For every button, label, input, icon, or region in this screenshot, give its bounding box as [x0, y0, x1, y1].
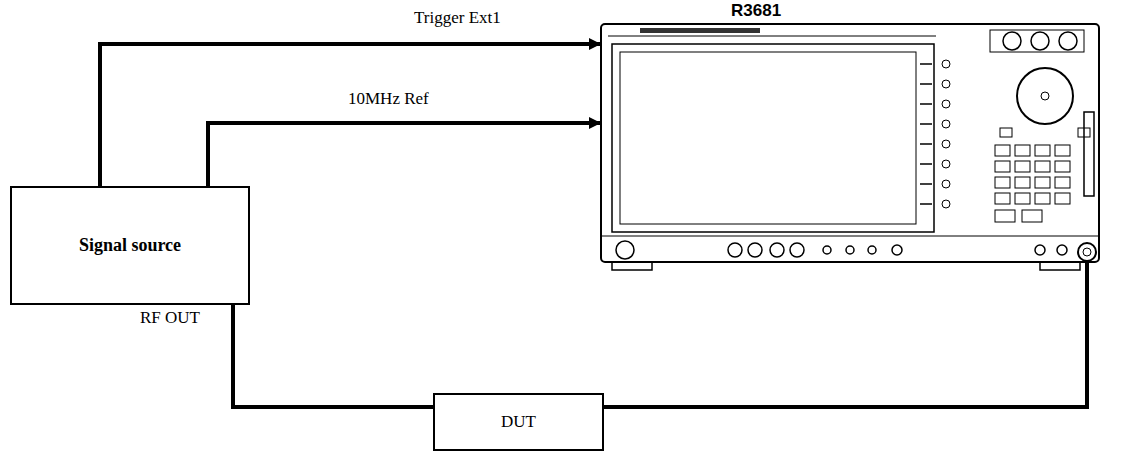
softkey-button — [942, 180, 950, 188]
signal-line — [100, 44, 601, 186]
softkey — [920, 83, 932, 85]
panel-button — [1031, 32, 1049, 50]
screen-frame — [612, 44, 934, 232]
softkey-buttons — [942, 60, 950, 208]
key — [1035, 145, 1050, 156]
softkey-button — [942, 120, 950, 128]
softkey-button — [942, 200, 950, 208]
softkey — [920, 123, 932, 125]
key — [1055, 177, 1070, 188]
key — [995, 210, 1015, 222]
key — [1035, 161, 1050, 172]
key — [1055, 145, 1070, 156]
key — [995, 161, 1010, 172]
power-button — [616, 241, 634, 259]
bnc-connector — [770, 243, 784, 257]
small-connector — [868, 246, 876, 254]
bottom-strip-line — [601, 236, 1099, 237]
softkey-button — [942, 80, 950, 88]
rf-input-pin — [1083, 248, 1091, 256]
key — [1015, 145, 1030, 156]
softkey-ticks — [920, 64, 932, 204]
key — [1015, 177, 1030, 188]
signal-label: RF OUT — [138, 308, 202, 328]
bnc-connector — [748, 243, 762, 257]
button-panel — [990, 30, 1084, 52]
small-connector — [823, 246, 831, 254]
softkey-button — [942, 60, 950, 68]
small-connector — [1057, 245, 1067, 255]
analyzer-body — [601, 24, 1099, 262]
panel-button — [1059, 32, 1077, 50]
bezel-line — [608, 36, 936, 37]
foot — [612, 262, 652, 270]
bnc-connector — [790, 243, 804, 257]
foot — [1040, 262, 1080, 270]
analyzer-drawing — [601, 24, 1099, 272]
panel-button — [1003, 32, 1021, 50]
dut-box: DUT — [433, 393, 604, 451]
keypad — [995, 145, 1070, 222]
key — [1022, 210, 1042, 222]
signal-label: Trigger Ext1 — [412, 8, 503, 28]
small-connector — [1035, 245, 1045, 255]
arrow-key — [1000, 128, 1012, 137]
signal-line — [208, 123, 601, 186]
bnc-connector — [728, 243, 742, 257]
signal-line — [233, 305, 433, 407]
key — [1015, 161, 1030, 172]
softkey — [920, 143, 932, 145]
softkey-button — [942, 160, 950, 168]
signal-label: 10MHz Ref — [346, 89, 431, 109]
softkey — [920, 63, 932, 65]
knob-center — [1041, 92, 1049, 100]
side-slot — [1084, 112, 1094, 196]
key — [1035, 193, 1050, 204]
softkey — [920, 103, 932, 105]
key — [1035, 177, 1050, 188]
small-connector — [846, 246, 854, 254]
source-box: Signal source — [10, 186, 250, 305]
key — [1055, 193, 1070, 204]
rf-input-connector — [1078, 243, 1096, 261]
key — [995, 145, 1010, 156]
key — [1055, 161, 1070, 172]
screen — [620, 52, 916, 224]
analyzer-node: R3681 — [601, 0, 1099, 272]
key — [1015, 193, 1030, 204]
node-label: R3681 — [731, 1, 781, 21]
small-connector — [892, 245, 902, 255]
softkey — [920, 203, 932, 205]
key — [995, 177, 1010, 188]
softkey-button — [942, 140, 950, 148]
softkey-button — [942, 100, 950, 108]
softkey — [920, 163, 932, 165]
node-label: Signal source — [79, 235, 181, 256]
rf-input-stub — [1085, 261, 1089, 272]
front-connectors — [728, 243, 1067, 257]
rotary-knob — [1017, 68, 1073, 124]
signal-line — [604, 272, 1087, 407]
node-label: DUT — [501, 412, 536, 432]
softkey — [920, 183, 932, 185]
logo-bar — [640, 28, 760, 33]
key — [995, 193, 1010, 204]
